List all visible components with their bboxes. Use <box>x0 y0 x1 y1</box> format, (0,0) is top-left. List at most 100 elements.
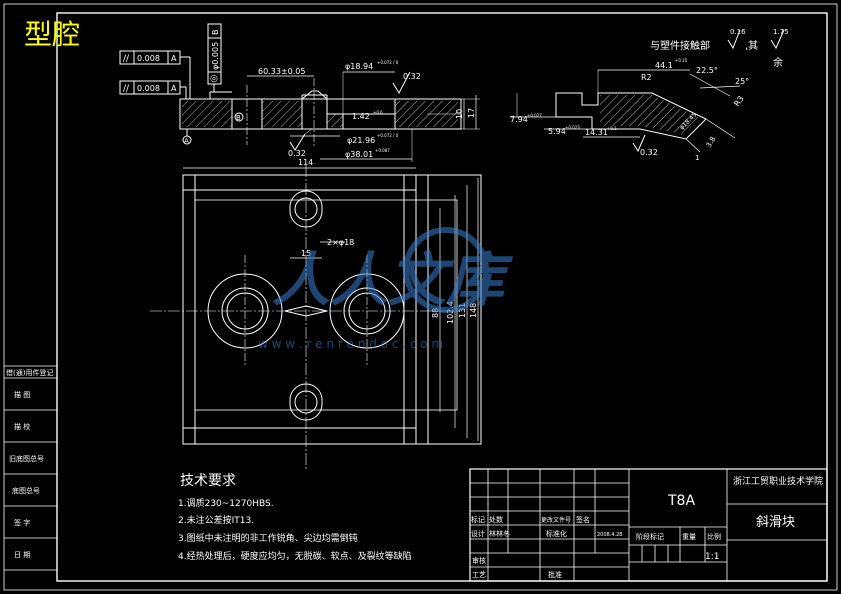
rest-note-1: ,其 <box>745 40 758 52</box>
dim-594: 5.94 <box>548 127 566 136</box>
dim-h17: 17 <box>467 108 476 118</box>
r2: R2 <box>641 73 652 82</box>
tech-heading: 技术要求 <box>180 473 236 489</box>
dim-1: 1 <box>695 154 699 162</box>
dim-1431: 14.31 <box>585 128 608 137</box>
rough-2: 0.32 <box>288 149 306 158</box>
flatness-symbol-2: // <box>123 84 130 94</box>
dim-width: 114 <box>298 158 313 167</box>
hole-note: 2×φ18 <box>327 238 354 247</box>
rough-contact: 0.16 <box>730 28 746 36</box>
angle-225: 22.5° <box>696 66 718 75</box>
label-design: 设计 <box>471 529 485 538</box>
dim-d39: φ38.01 <box>345 150 373 159</box>
r3: R3 <box>732 94 745 108</box>
watermark-url: w w w . r e n r e n d o c . c o m <box>258 337 443 351</box>
material: T8A <box>667 493 695 509</box>
label-process: 工艺 <box>472 571 486 579</box>
dim-d22-tol: +0.072 / 0 <box>377 133 399 138</box>
tech-item-3: 4.经热处理后，硬度应均匀，无脱碳、软点、及裂纹等缺陷 <box>178 550 412 562</box>
label-count: 处数 <box>489 515 503 524</box>
contact-note: 与塑件接触部 <box>650 39 710 52</box>
left-cell-2: 描 校 <box>14 422 30 431</box>
dim-d18: φ18.94 <box>345 62 373 71</box>
label-review: 审核 <box>472 556 486 565</box>
watermark: 人人文库 w w w . r e n r e n d o c . c o m <box>258 227 514 351</box>
dim-1-42: 1.42 <box>352 112 370 121</box>
hatch-mid <box>262 101 302 127</box>
tech-item-2: 3.图纸中未注明的非工作锐角、尖边均需倒钝 <box>178 532 358 544</box>
rest-note-2: 余 <box>773 56 783 69</box>
school-name: 浙江工贸职业技术学院 <box>733 475 823 487</box>
label-ratio: 比例 <box>707 532 721 541</box>
rough-detail: 0.32 <box>640 148 658 157</box>
left-cell-1: 描 图 <box>14 390 30 399</box>
left-column-text: 借(通)用件登记 描 图 描 校 旧底图总号 底图总号 签 字 日 期 <box>6 368 53 559</box>
dim-1-42-tol: +0.6 <box>373 110 383 115</box>
section-view-text: // 0.008 A // 0.008 A φ0.005 B ◎ 60.33±0… <box>123 30 476 160</box>
designer-name: 林林冬 <box>489 529 510 538</box>
drawing-frame <box>3 3 838 591</box>
datum-b-label: B <box>236 114 241 122</box>
dim-88: 88 <box>431 308 440 318</box>
dim-38: 3.8 <box>705 135 717 149</box>
dim-794-tol: +0.027 <box>527 113 542 118</box>
dim-148: 148 <box>469 303 478 318</box>
section-view <box>119 23 480 162</box>
dim-15: 15 <box>301 249 311 258</box>
datum-a-label: A <box>184 137 189 145</box>
title-block-grid <box>469 468 828 582</box>
dim-d18-tol: +0.072 / 0 <box>377 60 399 65</box>
dim-131: 131 <box>458 303 467 318</box>
left-cell-4: 底图总号 <box>12 486 40 495</box>
flatness-value-1: 0.008 <box>137 54 160 63</box>
label-signature: 签名 <box>576 515 590 524</box>
date: 2008.4.28 <box>597 532 622 538</box>
rough-rest: 1.75 <box>773 28 789 36</box>
left-column-grid <box>4 365 57 571</box>
label-stage-mark: 阶段标记 <box>636 532 664 541</box>
label-change-doc: 更改文件号 <box>541 516 571 524</box>
flatness-datum-1: A <box>171 54 177 63</box>
flatness-symbol-1: // <box>123 54 130 64</box>
flatness-value-2: 0.008 <box>137 84 160 93</box>
angle-25: 25° <box>735 77 749 86</box>
dim-1431-tol: +0.1 <box>607 126 617 131</box>
tech-item-1: 2.未注公差按IT13. <box>178 514 254 526</box>
label-approve: 批准 <box>548 570 562 579</box>
dim-d39-tol: +0.087 <box>375 148 390 153</box>
dim-44-tol: +0.15 <box>675 58 688 63</box>
dim-594-tol: +0.023 <box>565 125 580 130</box>
label-standardization: 标准化 <box>546 529 567 538</box>
left-cell-3: 旧底图总号 <box>9 454 44 463</box>
left-cell-6: 日 期 <box>14 551 30 559</box>
detail-view-text: 与塑件接触部 0.16 ,其 1.75 余 44.1 +0.15 22.5° 2… <box>510 28 789 162</box>
label-weight: 重量 <box>682 533 696 541</box>
dim-44: 44.1 <box>655 61 673 70</box>
rough-1: 0.32 <box>403 72 421 81</box>
label-mark: 标记 <box>471 515 485 524</box>
tech-item-0: 1.调质230~1270HBS. <box>178 497 274 509</box>
hatch-left <box>182 101 232 127</box>
drawing-title: 型腔 <box>24 18 80 51</box>
left-cell-5: 签 字 <box>14 518 30 527</box>
flatness-datum-2: A <box>171 84 177 93</box>
scale: 1:1 <box>705 552 719 562</box>
hatch-right-1 <box>327 114 343 127</box>
part-name: 斜滑块 <box>756 515 795 530</box>
dim-794: 7.94 <box>510 115 528 124</box>
tech-requirements: 技术要求 1.调质230~1270HBS. 2.未注公差按IT13. 3.图纸中… <box>178 473 412 562</box>
position-datum: B <box>211 30 220 36</box>
dim-d22: φ21.96 <box>347 136 375 145</box>
watermark-ring-icon <box>403 227 489 313</box>
position-symbol-icon: ◎ <box>210 74 218 84</box>
title-block-text: T8A 浙江工贸职业技术学院 斜滑块 1:1 标记 处数 更改文件号 签名 设计… <box>471 475 823 579</box>
watermark-brand: 人人文库 <box>272 246 514 314</box>
plan-view <box>150 165 482 470</box>
detail-hatch <box>600 95 700 134</box>
left-cell-0: 借(通)用件登记 <box>6 368 53 377</box>
dim-h10: 10 <box>455 109 464 119</box>
detail-view <box>510 29 785 153</box>
position-tolerance: φ0.005 <box>211 42 220 70</box>
